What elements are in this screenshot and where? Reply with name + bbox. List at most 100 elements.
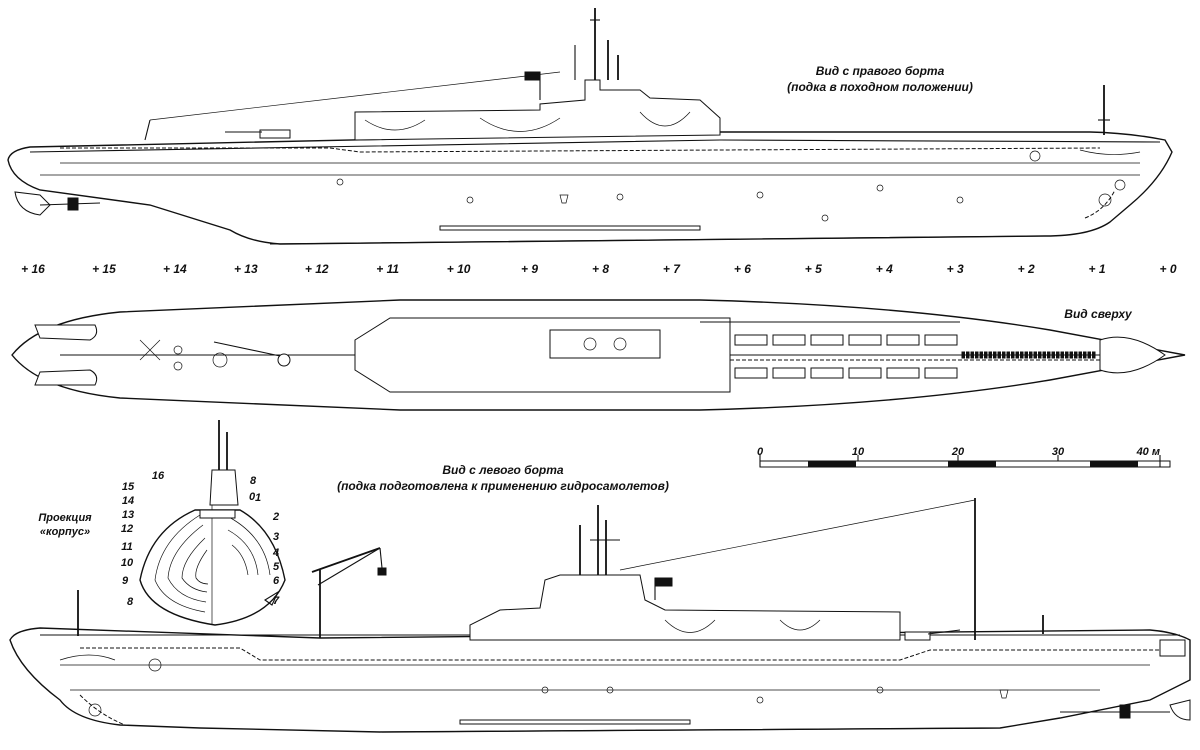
projection-right-number: 8: [250, 475, 257, 487]
frame-station-label: + 10: [447, 262, 471, 276]
projection-left-number: 13: [122, 509, 134, 521]
left-side-view: [9, 498, 1191, 733]
deck-grating: [1011, 351, 1015, 359]
hangar-deck-panel: [772, 367, 806, 379]
frame-station-label: + 5: [805, 262, 822, 276]
projection-left-number: 10: [121, 557, 134, 569]
frame-station-label: + 2: [1018, 262, 1035, 276]
frame-station-label: + 12: [305, 262, 329, 276]
hangar-deck-panel: [734, 367, 768, 379]
projection-left-number: 14: [122, 495, 134, 507]
top-superstructure: [354, 317, 731, 393]
projection-right-number: 4: [272, 547, 279, 559]
projection-left-number: 9: [122, 575, 129, 587]
deck-grating: [1092, 351, 1096, 359]
deck-grating: [997, 351, 1001, 359]
frame-station-label: + 13: [234, 262, 258, 276]
hangar-deck-panel: [924, 367, 958, 379]
frame-station-label: + 16: [21, 262, 45, 276]
deck-grating: [975, 351, 979, 359]
deck-grating: [1020, 351, 1024, 359]
frame-station-label: + 7: [663, 262, 681, 276]
right-hull: [7, 131, 1173, 245]
projection-right-number: 5: [273, 561, 280, 573]
deck-grating: [1065, 351, 1069, 359]
left-hull: [9, 627, 1191, 733]
right-side-view: [7, 8, 1173, 245]
deck-grating: [1042, 351, 1046, 359]
projection-title-line1: Проекция: [38, 512, 92, 524]
hangar-deck-panel: [810, 334, 844, 346]
frame-station-label: + 1: [1089, 262, 1106, 276]
frame-station-label: + 0: [1159, 262, 1176, 276]
right-view-title: Вид с правого борта: [816, 64, 945, 78]
hangar-deck-panel: [886, 367, 920, 379]
frame-station-label: + 4: [876, 262, 893, 276]
frame-station-label: + 8: [592, 262, 609, 276]
deck-grating: [993, 351, 997, 359]
deck-grating: [1024, 351, 1028, 359]
projection-right-number: 1: [255, 492, 261, 504]
projection-right-number: 3: [273, 531, 279, 543]
hangar-deck-panel: [848, 367, 882, 379]
right-superstructure: [354, 79, 721, 141]
top-view: [11, 299, 1186, 411]
deck-grating: [1002, 351, 1006, 359]
projection-top-number: 16: [152, 470, 165, 482]
deck-grating: [988, 351, 992, 359]
deck-grating: [1015, 351, 1019, 359]
deck-grating: [984, 351, 988, 359]
frame-stations: + 16+ 15+ 14+ 13+ 12+ 11+ 10+ 9+ 8+ 7+ 6…: [21, 262, 1177, 276]
deck-grating: [1083, 351, 1087, 359]
top-view-title: Вид сверху: [1064, 307, 1133, 321]
projection-title-line2: «корпус»: [40, 526, 90, 538]
deck-grating: [970, 351, 974, 359]
projection-left-number: 11: [121, 541, 132, 553]
hangar-deck-panel: [772, 334, 806, 346]
frame-station-label: + 14: [163, 262, 187, 276]
left-view-title: Вид с левого борта: [442, 463, 564, 477]
deck-grating: [1087, 351, 1091, 359]
deck-grating: [1069, 351, 1073, 359]
projection-left-number: 12: [121, 523, 133, 535]
hangar-deck-panel: [848, 334, 882, 346]
deck-grating: [1056, 351, 1060, 359]
projection-left-number: 15: [122, 481, 135, 493]
frame-station-label: + 9: [521, 262, 538, 276]
projection-right-number: 2: [272, 511, 279, 523]
left-superstructure: [469, 574, 901, 641]
projection-section: [139, 509, 286, 626]
hangar-deck-panel: [886, 334, 920, 346]
deck-grating: [1060, 351, 1064, 359]
deck-grating: [1029, 351, 1033, 359]
scale-tick-label: 30: [1052, 446, 1065, 458]
projection-left-number: 8: [127, 596, 134, 608]
deck-grating: [1006, 351, 1010, 359]
scale-bar: [759, 455, 1171, 468]
deck-grating: [961, 351, 965, 359]
right-view-subtitle: (подка в походном положении): [787, 80, 973, 94]
deck-grating: [1078, 351, 1082, 359]
hangar-deck-panel: [734, 334, 768, 346]
frame-station-label: + 11: [376, 262, 399, 276]
frame-station-label: + 3: [947, 262, 964, 276]
deck-grating: [1047, 351, 1051, 359]
frame-station-label: + 15: [92, 262, 116, 276]
deck-grating: [1033, 351, 1037, 359]
deck-grating: [1038, 351, 1042, 359]
projection-right-number: 0: [249, 491, 256, 503]
projection-right-number: 7: [273, 595, 280, 607]
deck-grating: [1074, 351, 1078, 359]
deck-grating: [966, 351, 970, 359]
deck-grating: [979, 351, 983, 359]
deck-grating: [1051, 351, 1055, 359]
scale-tick-label: 40 м: [1136, 446, 1160, 458]
projection-right-number: 6: [273, 575, 280, 587]
hangar-deck-panel: [810, 367, 844, 379]
hangar-deck-panel: [924, 334, 958, 346]
scale-tick-label: 20: [951, 446, 965, 458]
left-view-subtitle: (подка подготовлена к применению гидроса…: [337, 479, 669, 493]
